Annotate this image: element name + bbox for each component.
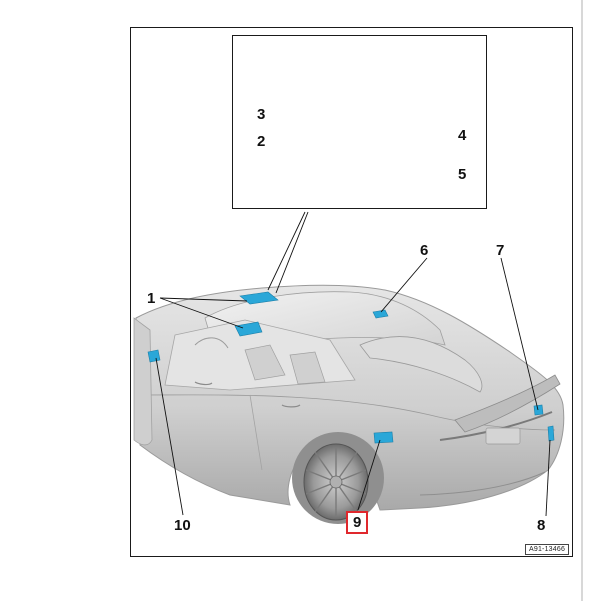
callout-1: 1 xyxy=(147,290,156,307)
callout-6: 6 xyxy=(420,242,429,259)
callout-10: 10 xyxy=(174,517,191,534)
component-markers xyxy=(147,291,555,444)
rear-spoiler xyxy=(454,374,561,433)
callout-8: 8 xyxy=(537,517,546,534)
rear-interior-light-marker xyxy=(372,309,389,319)
rear-bumper-marker xyxy=(547,425,555,442)
figure-reference-code: A91-13466 xyxy=(525,544,570,555)
callout-7: 7 xyxy=(496,242,505,259)
scrollbar-edge xyxy=(581,0,583,601)
callout-3: 3 xyxy=(257,106,266,123)
callout-9[interactable]: 9 xyxy=(346,511,369,534)
rear-door-marker xyxy=(373,431,394,444)
callout-4: 4 xyxy=(458,127,467,144)
rear-window xyxy=(359,336,483,393)
callout-5: 5 xyxy=(458,166,467,183)
front-interior-light-marker xyxy=(234,321,263,337)
tailgate-marker xyxy=(533,404,544,416)
door-sensor-marker xyxy=(147,349,161,363)
callout-2: 2 xyxy=(257,133,266,150)
roof-console-inset-frame xyxy=(232,35,487,209)
